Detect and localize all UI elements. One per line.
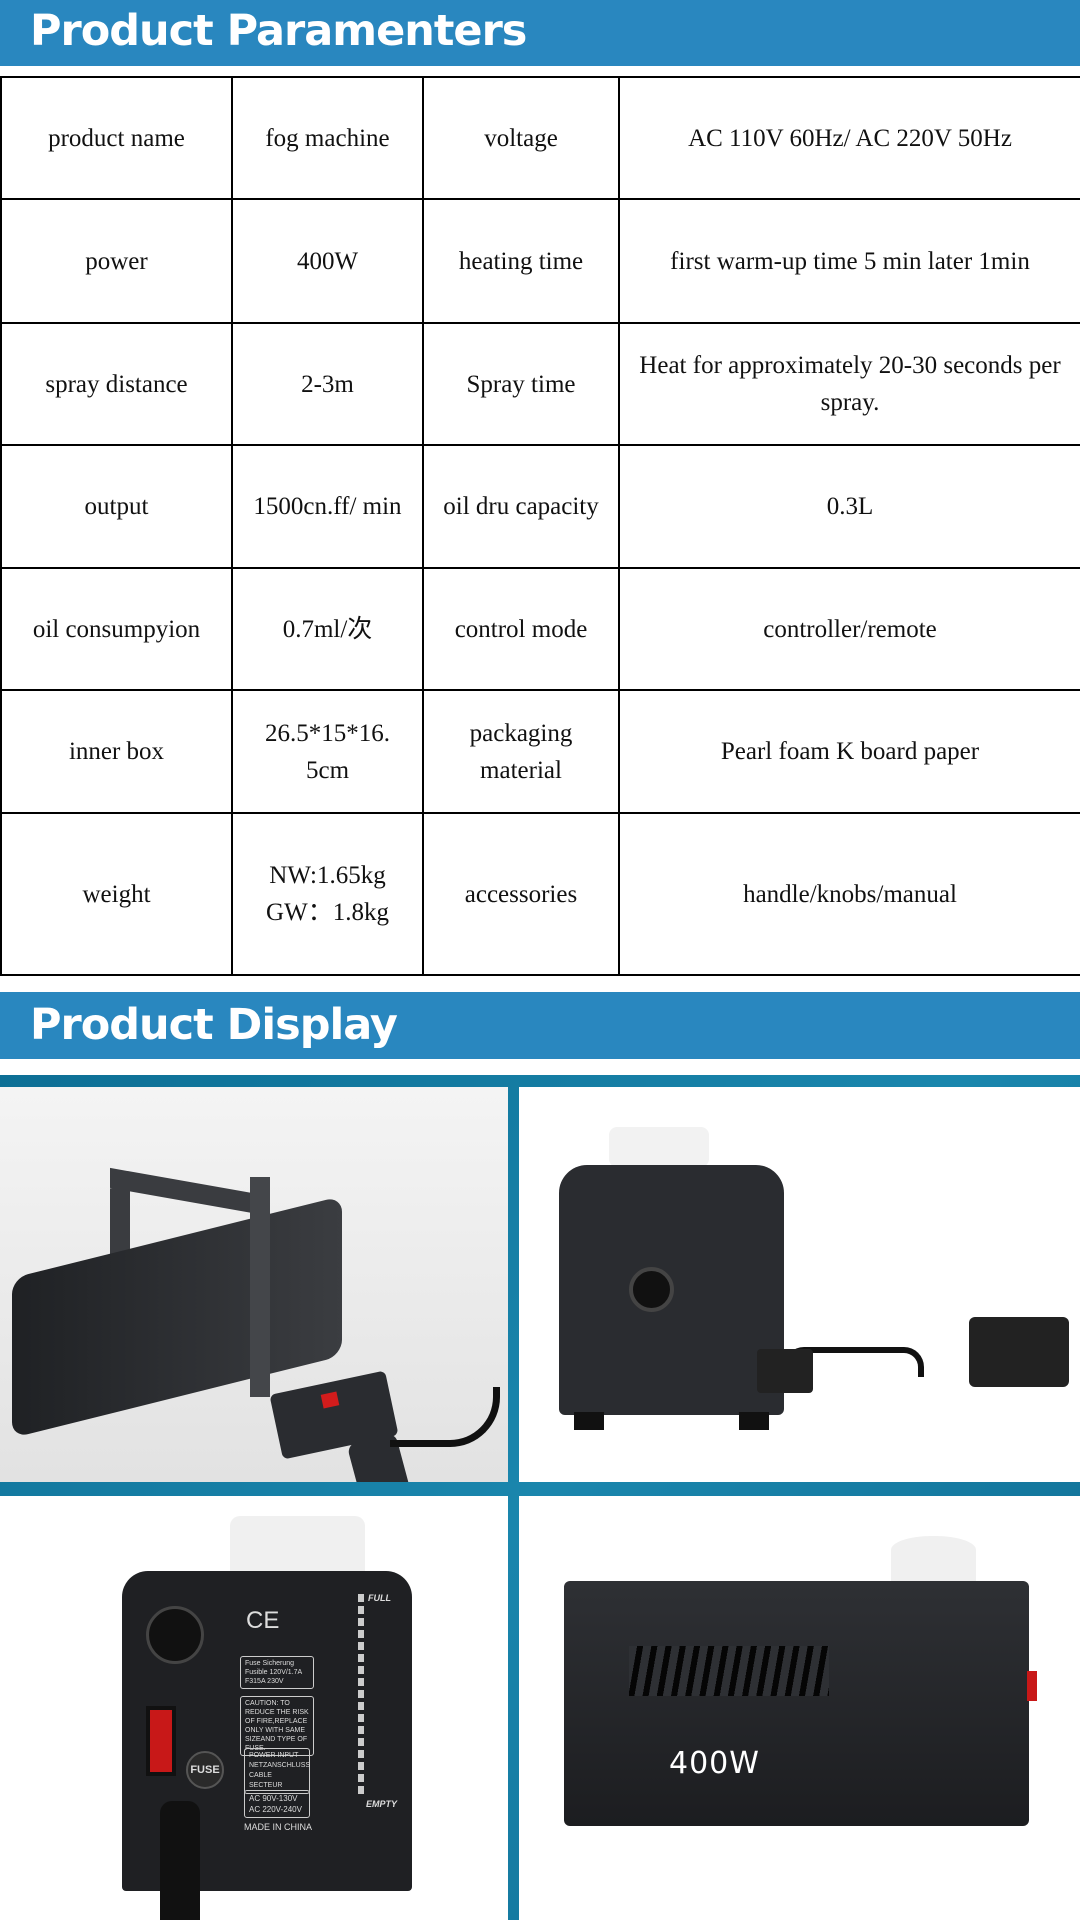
spec-value: 0.7ml/次 [231,567,424,691]
photo-front-view [519,1087,1080,1482]
spec-value: 0.3L [618,444,1080,569]
voltage-label: AC 90V-130V AC 220V-240V [244,1790,310,1818]
spec-value: controller/remote [618,567,1080,691]
spec-label: oil consumpyion [0,567,233,691]
spec-label: packaging material [422,689,620,814]
spec-label: oil dru capacity [422,444,620,569]
spec-value: NW:1.65kg GW：1.8kg [231,812,424,976]
spec-label: output [0,444,233,569]
spec-value: 1500cn.ff/ min [231,444,424,569]
spec-value: AC 110V 60Hz/ AC 220V 50Hz [618,76,1080,200]
fuse-holder: FUSE [186,1751,224,1789]
spec-label: power [0,198,233,324]
spec-value: handle/knobs/manual [618,812,1080,976]
parameters-header: Product Paramenters [0,0,1080,66]
spec-value: first warm-up time 5 min later 1min [618,198,1080,324]
photo-side-view: 400W [519,1496,1080,1920]
spec-label: spray distance [0,322,233,446]
parameters-title: Product Paramenters [30,6,527,56]
spec-label: heating time [422,198,620,324]
product-photo-grid: FUSE CE Fuse Sicherung Fusible 120V/1.7A… [0,1075,1080,1920]
spec-label: voltage [422,76,620,200]
power-input-label: POWER INPUT NETZANSCHLUSS CABLE SECTEUR [244,1748,310,1794]
made-in-label: MADE IN CHINA [244,1822,313,1832]
gauge-full: FULL [368,1593,391,1603]
spec-label: Spray time [422,322,620,446]
display-header: Product Display [0,992,1080,1059]
spec-label: product name [0,76,233,200]
spec-value: 400W [231,198,424,324]
display-title: Product Display [30,1000,398,1050]
ce-mark: CE [246,1607,280,1634]
voltage-option-1: AC 90V-130V [249,1794,298,1803]
caution-label: CAUTION: TO REDUCE THE RISK OF FIRE,REPL… [240,1696,314,1756]
spec-value: Pearl foam K board paper [618,689,1080,814]
spec-value: 2-3m [231,322,424,446]
spec-value: fog machine [231,76,424,200]
power-overlay: 400W [669,1746,760,1781]
spec-label: weight [0,812,233,976]
spec-label: accessories [422,812,620,976]
spec-label: inner box [0,689,233,814]
spec-value: 26.5*15*16. 5cm [231,689,424,814]
spec-label: control mode [422,567,620,691]
gauge-empty: EMPTY [366,1799,398,1809]
voltage-option-2: AC 220V-240V [249,1805,302,1814]
photo-angled-view [0,1087,508,1482]
photo-back-panel: FUSE CE Fuse Sicherung Fusible 120V/1.7A… [0,1496,508,1920]
spec-value: Heat for approximately 20-30 seconds per… [618,322,1080,446]
fuse-label: Fuse Sicherung Fusible 120V/1.7A F315A 2… [240,1656,314,1689]
